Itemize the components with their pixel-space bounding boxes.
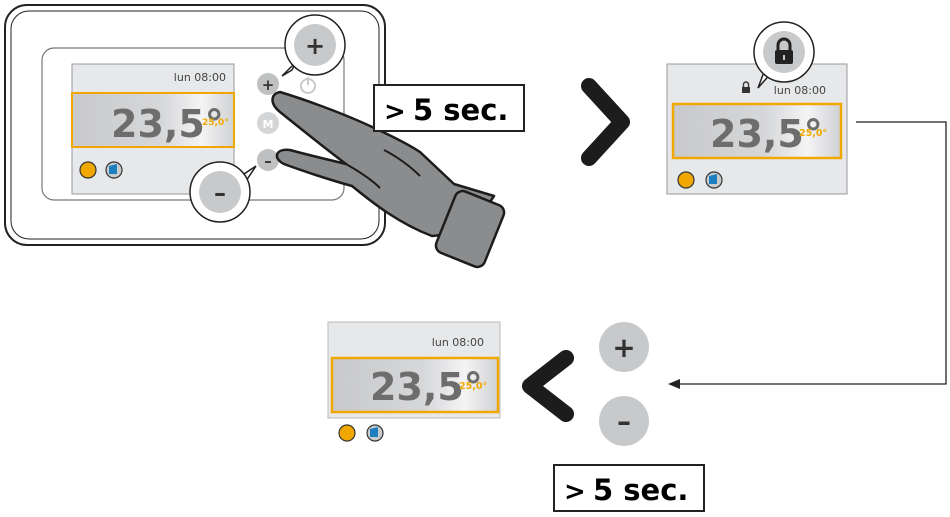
- sun-icon: [79, 161, 97, 179]
- hold-label-2: > 5 sec.: [553, 464, 705, 512]
- chevron-left-icon: [522, 350, 574, 422]
- lock-icon: [763, 31, 805, 73]
- unlocked-screen: lun 08:00 23,5° 25,0°: [327, 321, 501, 442]
- callout-plus-label: +: [305, 32, 325, 60]
- hold-label-2-box: [553, 464, 705, 512]
- home-mode-icon: [105, 161, 123, 179]
- device-mode-label: M: [263, 118, 274, 131]
- device-mode-button[interactable]: [257, 112, 279, 134]
- unlock-minus-label: –: [617, 405, 631, 438]
- callout-plus-button: [294, 24, 336, 66]
- hold-label-1-text: 5 sec.: [413, 93, 508, 127]
- hand-pressing-icon: [271, 90, 506, 269]
- device-plus-label: +: [262, 76, 275, 94]
- sun-icon: [677, 171, 695, 189]
- plus-callout: +: [281, 14, 346, 77]
- callout-minus-label: –: [214, 179, 226, 207]
- unlock-buttons: + –: [599, 322, 649, 446]
- locked-status-lock-icon: [742, 81, 750, 93]
- device-minus-label: –: [264, 152, 272, 170]
- display-setpoint: 25,0°: [202, 118, 229, 128]
- sun-icon: [338, 424, 356, 442]
- callout-minus-button: [199, 171, 241, 213]
- unlock-plus-button[interactable]: [599, 322, 649, 372]
- unlock-minus-button[interactable]: [599, 396, 649, 446]
- locked-setpoint: 25,0°: [799, 128, 827, 139]
- unlock-plus-label: +: [612, 331, 635, 364]
- device-display: lun 08:00 23,5° 25,0°: [71, 63, 235, 195]
- hold-label-1: > 5 sec.: [373, 84, 525, 132]
- arrow-head-icon: [668, 379, 680, 389]
- hold-label-2-symbol: >: [564, 477, 586, 507]
- locked-temperature-band: [671, 102, 843, 160]
- locked-temperature: 23,5°: [710, 112, 823, 156]
- display-day-time: lun 08:00: [174, 71, 226, 84]
- hold-label-1-symbol: >: [384, 97, 406, 127]
- minus-callout: –: [189, 161, 257, 223]
- hold-label-2-text: 5 sec.: [593, 473, 688, 507]
- chevron-right-icon: [581, 78, 630, 166]
- display-temperature: 23,5°: [111, 102, 224, 146]
- locked-day-time: lun 08:00: [774, 84, 826, 97]
- unlocked-day-time: lun 08:00: [432, 336, 484, 349]
- hand-cuff: [434, 189, 506, 269]
- unlocked-setpoint: 25,0°: [459, 381, 487, 392]
- locked-screen: lun 08:00 23,5° 25,0°: [666, 63, 848, 195]
- home-mode-icon: [366, 424, 384, 442]
- device-plus-button[interactable]: [257, 73, 279, 95]
- lock-callout: [753, 21, 815, 89]
- device-buttons: + M –: [257, 73, 316, 171]
- unlocked-temperature: 23,5°: [370, 365, 483, 409]
- unlocked-temperature-band: [330, 356, 500, 414]
- flow-connector: [668, 121, 947, 389]
- hold-label-1-box: [373, 84, 525, 132]
- display-temperature-band: [71, 92, 235, 148]
- home-mode-icon: [705, 171, 723, 189]
- power-icon[interactable]: [300, 77, 316, 94]
- thermostat-device: lun 08:00 23,5° 25,0° + M –: [4, 4, 506, 269]
- device-minus-button[interactable]: [257, 149, 279, 171]
